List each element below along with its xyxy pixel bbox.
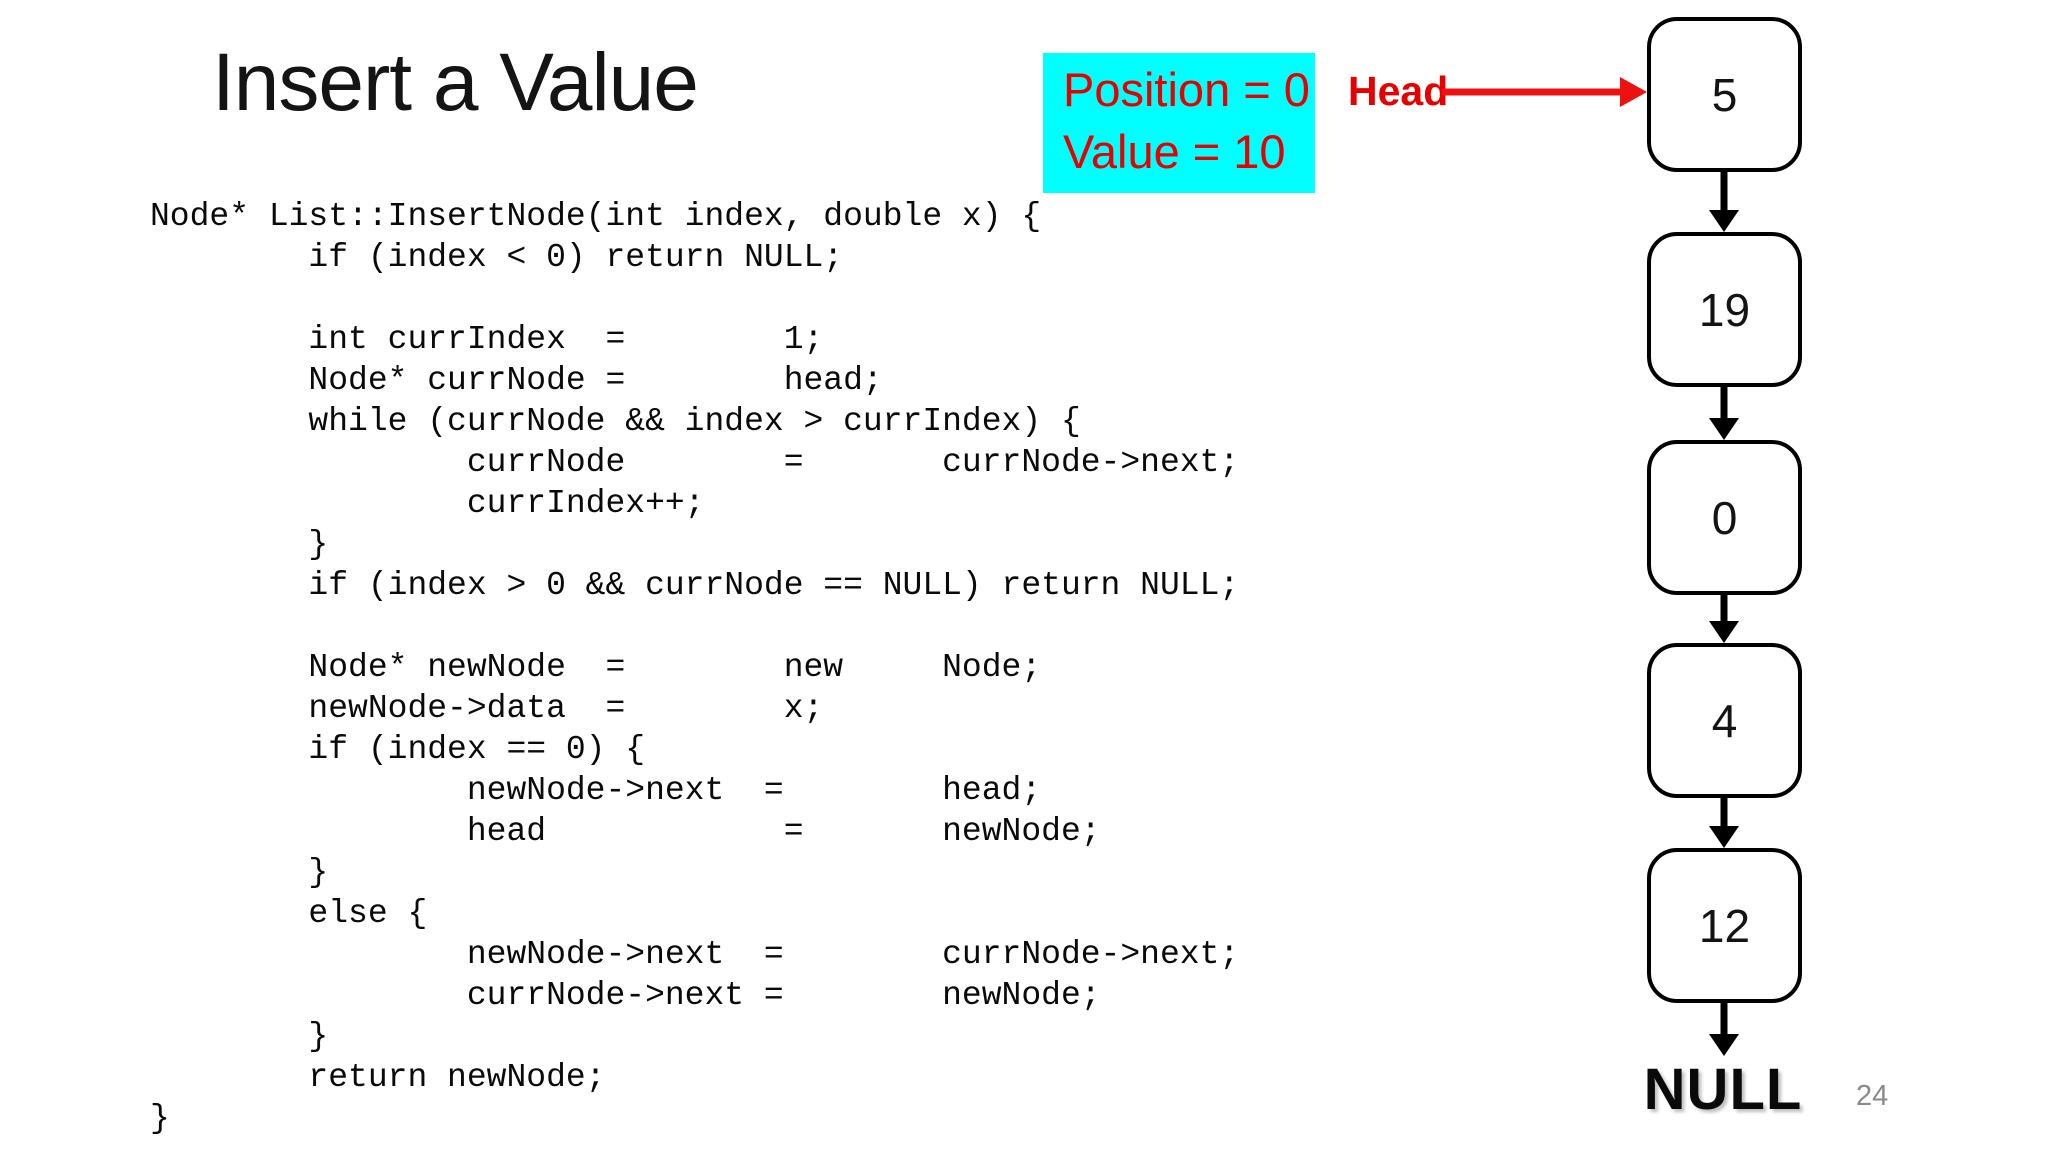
- code-line: if (index < 0) return NULL;: [150, 239, 844, 276]
- next-pointer-arrow-icon: [1709, 385, 1739, 440]
- head-pointer-label: Head: [1348, 68, 1449, 114]
- code-line: else {: [150, 895, 428, 932]
- code-line: }: [150, 526, 329, 563]
- next-pointer-arrow-icon: [1709, 593, 1739, 643]
- null-pointer-arrow-icon: [1709, 1003, 1739, 1056]
- code-line: }: [150, 1018, 329, 1055]
- code-line: [150, 606, 1239, 647]
- page-title: Insert a Value: [212, 37, 699, 128]
- page-number: 24: [1856, 1080, 1889, 1112]
- code-listing: Node* List::InsertNode(int index, double…: [150, 196, 1239, 1139]
- value-parameter: Value = 10: [1063, 125, 1286, 178]
- code-line: currNode = currNode->next;: [150, 444, 1240, 481]
- list-node: 19: [1647, 232, 1802, 387]
- next-pointer-arrow-icon: [1709, 170, 1739, 232]
- node-value: 4: [1711, 694, 1738, 747]
- code-line: newNode->next = head;: [150, 772, 1042, 809]
- list-node: 4: [1647, 643, 1802, 798]
- code-line: }: [150, 854, 329, 891]
- list-node: 12: [1647, 848, 1802, 1003]
- node-value: 5: [1711, 68, 1738, 121]
- insert-parameters-box: Position = 0 Value = 10: [1043, 53, 1315, 193]
- code-line: Node* List::InsertNode(int index, double…: [150, 198, 1042, 235]
- next-pointer-arrow-icon: [1709, 796, 1739, 848]
- node-value: 19: [1698, 283, 1751, 336]
- node-value: 0: [1711, 491, 1738, 544]
- node-value: 12: [1698, 899, 1751, 952]
- code-line: }: [150, 1100, 170, 1137]
- code-line: newNode->next = currNode->next;: [150, 936, 1240, 973]
- position-parameter: Position = 0: [1063, 63, 1310, 116]
- list-node: 0: [1647, 440, 1802, 595]
- code-line: currNode->next = newNode;: [150, 977, 1101, 1014]
- code-line: Node* currNode = head;: [150, 362, 883, 399]
- code-line: int currIndex = 1;: [150, 321, 824, 358]
- code-line: currIndex++;: [150, 485, 705, 522]
- head-pointer-arrow-icon: [1442, 77, 1647, 107]
- code-line: if (index == 0) {: [150, 731, 646, 768]
- code-line: [150, 278, 1239, 319]
- code-line: newNode->data = x;: [150, 690, 824, 727]
- code-line: if (index > 0 && currNode == NULL) retur…: [150, 567, 1240, 604]
- code-line: while (currNode && index > currIndex) {: [150, 403, 1081, 440]
- list-node: 5: [1647, 17, 1802, 172]
- null-terminator-label: NULL: [1643, 1057, 1803, 1122]
- code-line: Node* newNode = new Node;: [150, 649, 1042, 686]
- code-line: return newNode;: [150, 1059, 606, 1096]
- code-line: head = newNode;: [150, 813, 1101, 850]
